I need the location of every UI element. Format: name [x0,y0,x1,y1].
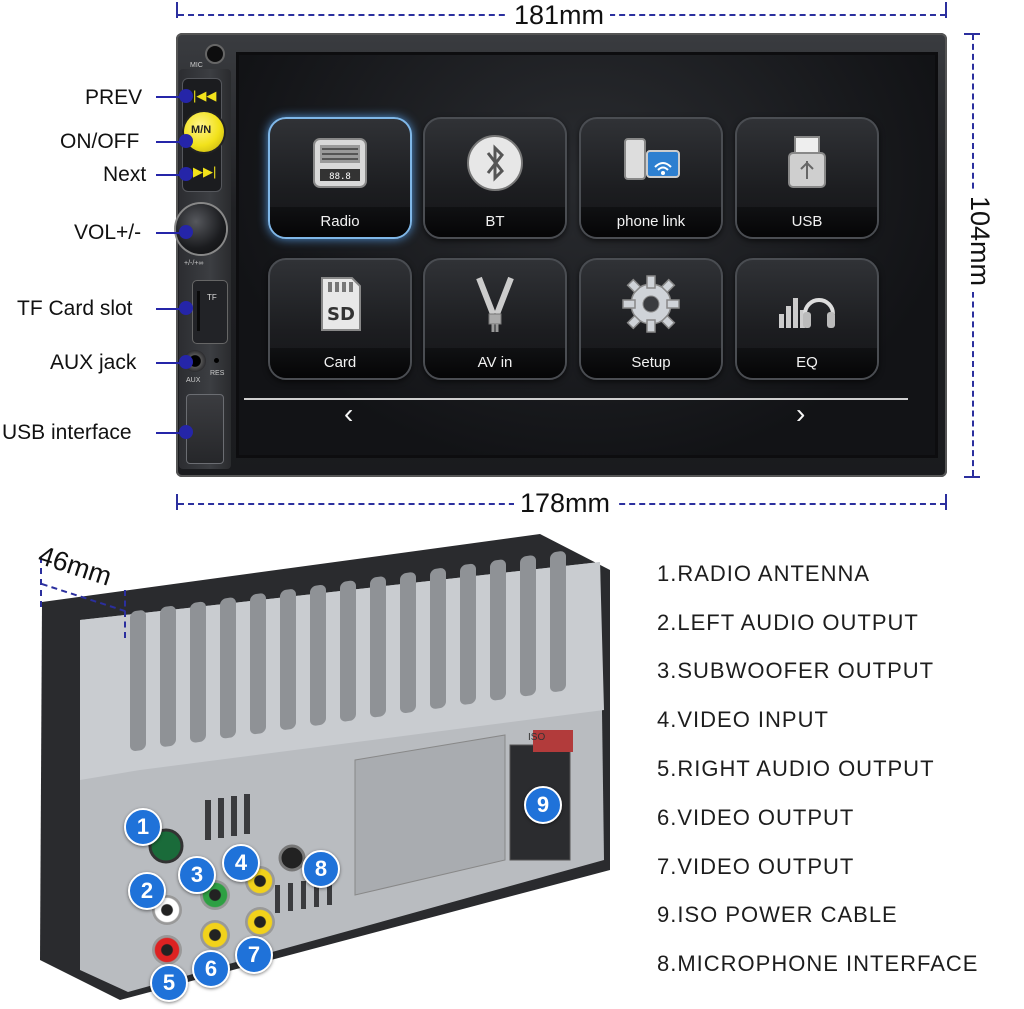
rca-video-output-1 [200,920,230,950]
next-page-arrow[interactable]: › [796,398,806,429]
tile-eq[interactable]: EQ [735,258,879,380]
leader-vol [156,232,186,234]
svg-text:88.8: 88.8 [329,172,351,182]
label-tf: TF Card slot [17,297,133,320]
phone-link-icon [624,138,680,180]
bluetooth-icon [467,135,523,191]
depth-tick-left [40,557,42,607]
svg-text:SD: SD [327,304,355,325]
tile-radio-label: Radio [270,207,410,237]
marker-tf [179,301,193,315]
tile-phone-link[interactable]: phone link [579,117,723,239]
tile-av-in-label: AV in [425,348,565,378]
tile-setup-label: Setup [581,348,721,378]
dim-tick-bottom [964,476,980,478]
tile-bt-label: BT [425,207,565,237]
sd-card-icon: SD [321,277,361,331]
badge-4: 4 [222,844,260,882]
label-vol: VOL+/- [74,221,142,244]
leader-next [156,174,186,176]
badge-6: 6 [192,950,230,988]
mode-mark: M/N [191,124,212,136]
marker-vol [179,225,193,239]
tile-usb[interactable]: USB [735,117,879,239]
screen-nav-bar [244,398,908,436]
usb-icon [788,136,826,188]
badge-2: 2 [128,872,166,910]
reset-hole[interactable] [214,358,219,363]
marker-prev [179,89,193,103]
tf-card-slot[interactable]: TF [192,280,228,344]
leader-prev [156,96,186,98]
badge-8: 8 [302,850,340,888]
tile-bt[interactable]: BT [423,117,567,239]
marker-onoff [179,134,193,148]
dim-label-top-width: 181mm [508,0,611,31]
tile-eq-label: EQ [737,348,877,378]
label-onoff: ON/OFF [60,130,140,153]
tf-mark: TF [207,293,217,302]
gear-icon [622,275,680,333]
marker-next [179,167,193,181]
dim-tick-right [945,2,947,18]
tf-slit [197,291,200,331]
aux-mark: AUX [186,377,201,384]
mic-hole [205,44,225,64]
dim-label-height: 104mm [964,190,995,293]
leader-usb [156,432,186,434]
badge-1: 1 [124,808,162,846]
tile-radio[interactable]: 88.8 Radio [268,117,412,239]
depth-tick-right [124,590,126,638]
mic-mark: MIC [190,62,203,69]
marker-usb [179,425,193,439]
res-mark: RES [210,370,225,377]
legend-item-5: 5.RIGHT AUDIO OUTPUT [657,756,935,781]
av-cable-icon [476,276,514,332]
label-prev: PREV [85,86,143,109]
iso-mark: ISO [528,732,546,743]
badge-9: 9 [524,786,562,824]
dim-tick-left [176,2,178,18]
leader-onoff [156,141,186,143]
label-usb: USB interface [2,421,132,444]
tile-card[interactable]: SD Card [268,258,412,380]
next-button[interactable]: ▶▶| [193,164,217,179]
dim-label-bottom-width: 178mm [514,488,617,519]
legend-item-6: 6.VIDEO OUTPUT [657,805,855,830]
rca-video-output-2 [245,907,275,937]
leader-tf [156,308,186,310]
prev-page-arrow[interactable]: ‹ [344,398,354,429]
dim-tick-bl [176,494,178,510]
radio-icon: 88.8 [313,138,367,188]
tile-setup[interactable]: Setup [579,258,723,380]
dim-tick-br [945,494,947,510]
rca-right-audio [152,935,182,965]
usb-port-cover[interactable] [186,394,224,464]
legend-item-2: 2.LEFT AUDIO OUTPUT [657,610,919,635]
badge-3: 3 [178,856,216,894]
headphones-eq-icon [779,298,835,328]
label-aux: AUX jack [50,351,137,374]
badge-5: 5 [150,964,188,1002]
tile-phone-link-label: phone link [581,207,721,237]
label-next: Next [103,163,147,186]
legend-item-8: 8.MICROPHONE INTERFACE [657,951,979,976]
volume-caption: +/-/+∞ [184,260,204,267]
tile-av-in[interactable]: AV in [423,258,567,380]
leader-aux [156,362,186,364]
legend-item-9: 9.ISO POWER CABLE [657,902,898,927]
legend-item-1: 1.RADIO ANTENNA [657,561,871,586]
tile-card-label: Card [270,348,410,378]
legend-item-3: 3.SUBWOOFER OUTPUT [657,658,935,683]
legend-item-7: 7.VIDEO OUTPUT [657,854,855,879]
marker-aux [179,355,193,369]
tile-usb-label: USB [737,207,877,237]
legend-item-4: 4.VIDEO INPUT [657,707,829,732]
prev-button[interactable]: |◀◀ [193,88,217,103]
badge-7: 7 [235,936,273,974]
